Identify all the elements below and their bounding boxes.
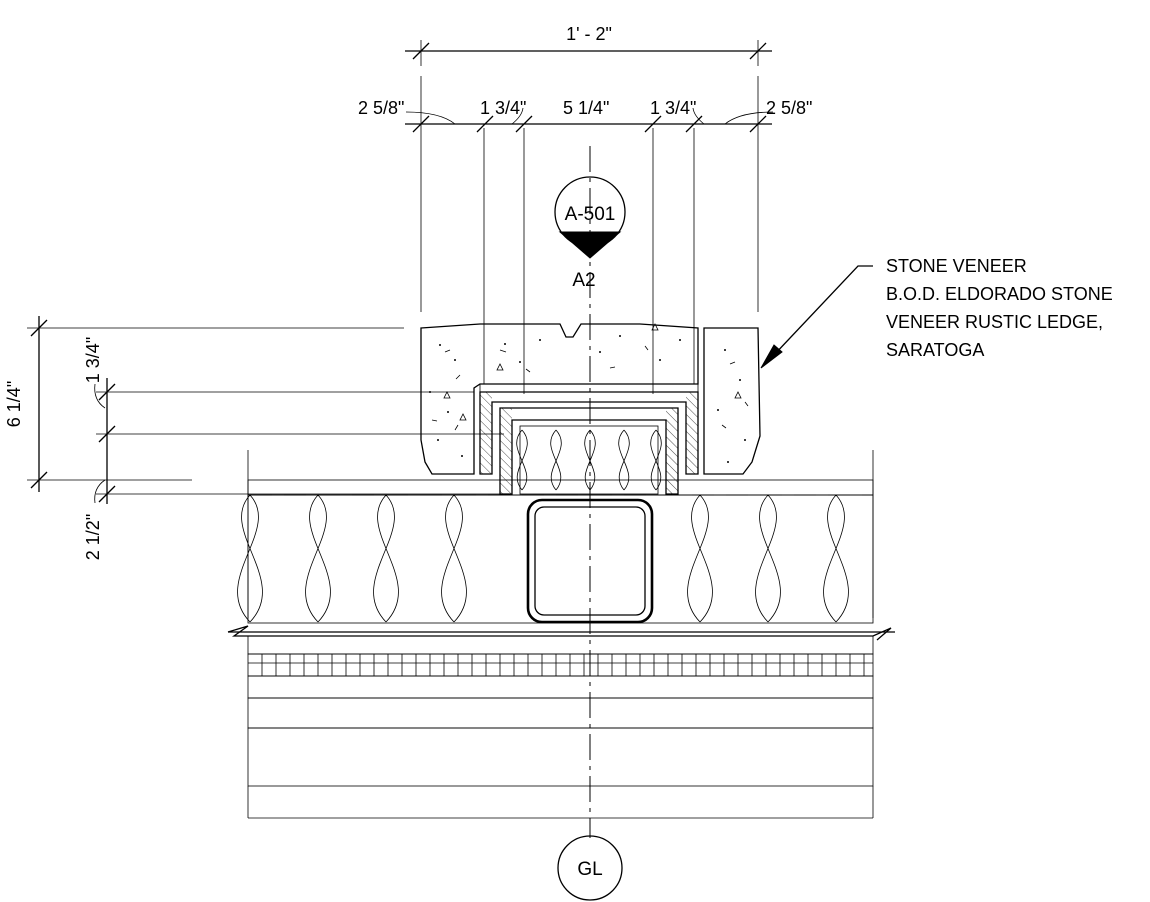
dim-vertical-upper: 1 3/4" — [83, 337, 103, 383]
veneer-callout: STONE VENEER B.O.D. ELDORADO STONE VENEE… — [760, 256, 1113, 369]
framing-channel — [479, 383, 699, 495]
section-tag: A-501 A2 — [554, 176, 626, 291]
horizontal-dimensions: 1' - 2" 2 5/8" 1 3/4" 5 1/4" 1 3/4" 2 5/… — [358, 24, 812, 394]
wall-assembly — [227, 450, 895, 819]
dim-right-outer: 2 5/8" — [766, 98, 812, 118]
dim-overall-width: 1' - 2" — [566, 24, 612, 44]
steel-tube — [526, 498, 654, 624]
section-tag-detail: A2 — [572, 270, 595, 291]
dim-left-inner: 1 3/4" — [480, 98, 526, 118]
note-line-3: VENEER RUSTIC LEDGE, — [886, 312, 1103, 332]
section-tag-sheet: A-501 — [565, 204, 616, 225]
dim-vertical-total: 6 1/4" — [4, 381, 24, 427]
note-line-1: STONE VENEER — [886, 256, 1027, 276]
dim-right-inner: 1 3/4" — [650, 98, 696, 118]
vertical-dimensions: 6 1/4" 1 3/4" 2 1/2" — [4, 316, 504, 560]
dim-center: 5 1/4" — [563, 98, 609, 118]
gridline-bubble: GL — [557, 835, 623, 901]
note-line-4: SARATOGA — [886, 340, 984, 360]
note-line-2: B.O.D. ELDORADO STONE — [886, 284, 1113, 304]
stone-veneer — [420, 323, 761, 475]
dim-vertical-lower: 2 1/2" — [83, 514, 103, 560]
gridline-bubble-label: GL — [577, 859, 602, 880]
dim-left-outer: 2 5/8" — [358, 98, 404, 118]
